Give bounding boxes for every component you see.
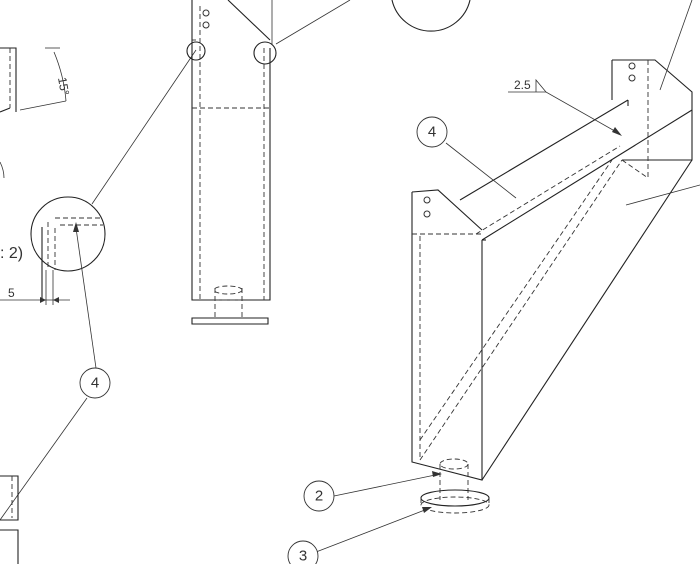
detail-marker-circle bbox=[186, 41, 206, 61]
balloon-4-iso: 4 bbox=[416, 116, 517, 199]
bottom-left-fragment bbox=[0, 475, 19, 564]
detail-circle-top bbox=[391, 0, 471, 32]
balloon-4-left: 4 bbox=[0, 222, 111, 521]
zoom-circle bbox=[30, 196, 106, 272]
mount-hole-icon bbox=[423, 196, 431, 204]
angle-dimension: 15° bbox=[55, 76, 72, 96]
isometric-view bbox=[411, 0, 700, 514]
mount-hole-icon bbox=[628, 74, 636, 82]
detail-marker-circle bbox=[253, 41, 277, 65]
scale-label-fragment: : 2) bbox=[0, 245, 23, 262]
weld-size-label: 2.5 bbox=[514, 78, 531, 92]
bend-detail-top-left: 15° bbox=[0, 47, 72, 113]
zoom-detail-left: 5 : 2) bbox=[0, 49, 197, 305]
balloon-2: 2 bbox=[303, 471, 442, 512]
balloon-3-label: 3 bbox=[299, 548, 307, 564]
mount-hole-icon bbox=[202, 9, 210, 17]
balloon-4-iso-label: 4 bbox=[428, 124, 436, 141]
width-dimension: 5 bbox=[8, 286, 15, 300]
balloon-3: 3 bbox=[287, 507, 432, 564]
balloon-2-label: 2 bbox=[315, 488, 323, 505]
mount-hole-icon bbox=[628, 62, 636, 70]
mount-hole-icon bbox=[202, 21, 210, 29]
balloon-4-left-label: 4 bbox=[91, 375, 99, 392]
mount-hole-icon bbox=[423, 210, 431, 218]
weld-symbol: 2.5 bbox=[508, 78, 622, 136]
front-view bbox=[186, 0, 351, 325]
